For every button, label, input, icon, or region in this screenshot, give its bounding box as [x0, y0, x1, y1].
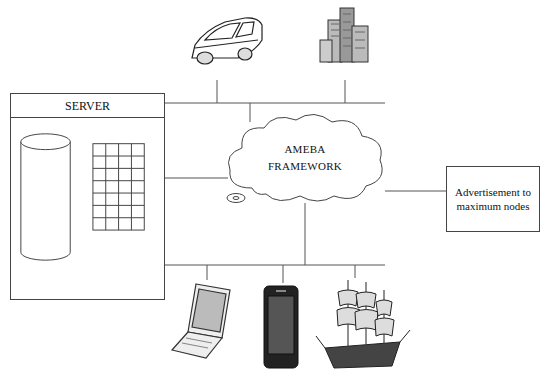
connector-line	[385, 191, 446, 192]
node-label: Advertisement to maximum nodes	[447, 185, 539, 213]
server-box: SERVER	[10, 93, 165, 300]
phone-icon	[264, 286, 298, 368]
process-box: Advertisement to maximum nodes	[446, 166, 540, 232]
node-label: AMEBA FRAMEWORK	[260, 141, 350, 175]
laptop-icon	[172, 284, 230, 358]
car-icon	[192, 18, 262, 64]
server-symbols	[11, 94, 164, 299]
connector-line	[165, 178, 228, 179]
box-heading: SERVER	[11, 94, 164, 118]
cloud-outline	[222, 110, 388, 206]
ship-icon	[316, 280, 410, 368]
cloud-node: AMEBA FRAMEWORK	[222, 110, 388, 206]
buildings-icon	[320, 8, 368, 62]
